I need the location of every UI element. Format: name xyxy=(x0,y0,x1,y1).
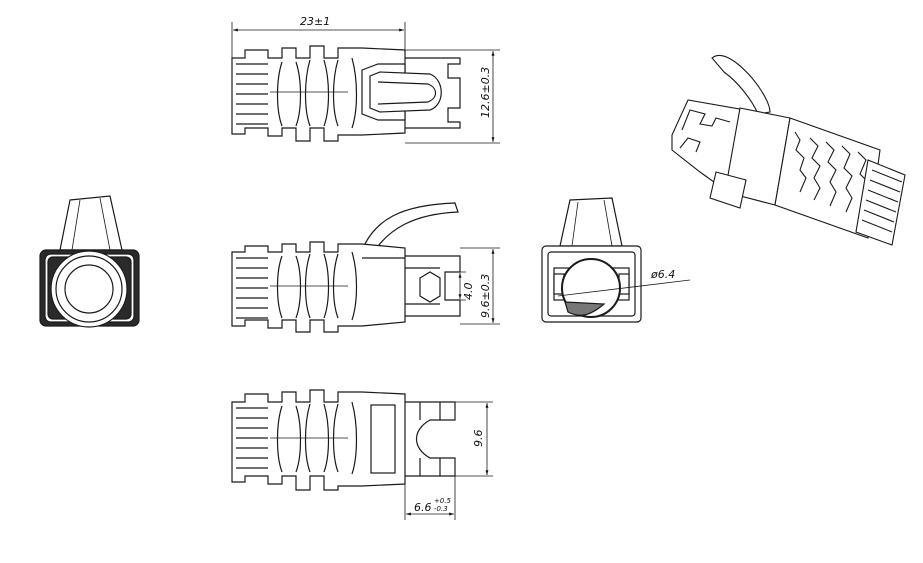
middle-height-label: 9.6±0.3 xyxy=(479,274,492,318)
middle-inner-label: 4.0 xyxy=(462,283,475,301)
top-length-label: 23±1 xyxy=(300,15,330,28)
diameter-label: ø6.4 xyxy=(650,268,675,281)
right-end-view xyxy=(541,197,691,323)
bottom-view xyxy=(231,389,493,520)
bottom-height-label: 9.6 xyxy=(472,430,485,448)
isometric-view xyxy=(671,54,906,246)
diameter-leader-line xyxy=(557,279,691,297)
bottom-length-tol-lower: -0.3 xyxy=(434,505,448,513)
top-height-label: 12.6±0.3 xyxy=(479,67,492,118)
bottom-length-label: 6.6 xyxy=(414,501,432,514)
bottom-length-tol-upper: +0.5 xyxy=(434,497,452,505)
left-end-view xyxy=(39,195,140,328)
middle-view xyxy=(231,202,500,333)
top-view xyxy=(231,22,500,144)
